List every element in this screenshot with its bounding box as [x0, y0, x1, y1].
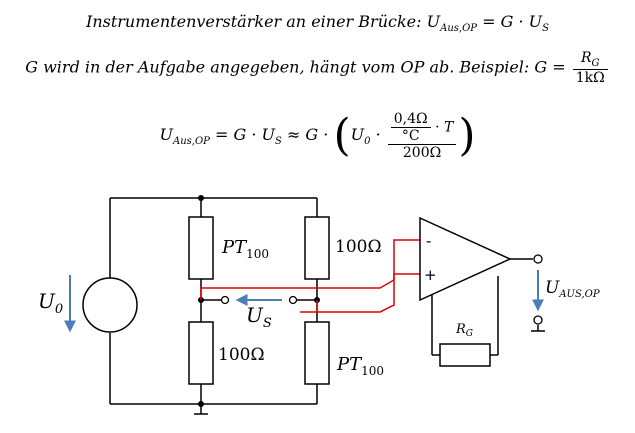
equation-title-text: Instrumentenverstärker an einer Brücke:	[86, 12, 427, 31]
op-minus-label: -	[426, 232, 431, 250]
op-amp-wires	[431, 258, 545, 356]
resistor-pt100-bottom	[304, 321, 330, 385]
terminal-right	[288, 295, 298, 305]
resistor-rg	[439, 343, 491, 367]
output-ground-terminal	[533, 315, 543, 325]
equation-approx-mid-sub: S	[274, 136, 282, 148]
equation-approx-inner-den: °C	[401, 127, 420, 144]
equation-approx-outer-fraction: 0,4Ω°C · T 200Ω	[387, 111, 457, 161]
r100-top-label: 100Ω	[335, 237, 382, 257]
equation-gain-num: R	[580, 50, 592, 66]
op-plus-label: +	[424, 266, 437, 284]
signal-wires	[200, 239, 420, 313]
equation-approx-lhs: U	[159, 125, 173, 144]
equation-title-rhs-sub: S	[542, 23, 549, 35]
equation-approx-inner-t: · T	[430, 119, 454, 135]
equation-title: Instrumentenverstärker an einer Brücke: …	[0, 12, 635, 34]
source-label: U0	[38, 289, 63, 317]
us-label: US	[246, 303, 272, 331]
equation-approx-u0-sub: 0	[364, 136, 371, 148]
equation-paren-open: (	[333, 110, 351, 161]
op-amp	[419, 216, 512, 302]
output-terminal	[533, 254, 543, 264]
equation-approx-outer-den: 200Ω	[402, 144, 442, 161]
pt100-bottom-label: PT100	[336, 354, 384, 378]
equation-approx-u0: U	[350, 125, 365, 144]
pt100-top-label: PT100	[221, 237, 269, 261]
equation-gain: G wird in der Aufgabe angegeben, hängt v…	[0, 50, 635, 86]
equation-gain-den: 1kΩ	[575, 69, 605, 86]
rg-label: RG	[455, 322, 473, 339]
equation-title-lhs-sub: Aus,OP	[440, 23, 477, 35]
r100-bottom-label: 100Ω	[218, 345, 265, 365]
uaus-label: UAUS,OP	[545, 278, 600, 300]
equation-approx-inner-num: 0,4Ω	[390, 111, 431, 128]
resistor-100-top-right	[304, 216, 330, 280]
equation-approx-dot: ·	[370, 125, 386, 144]
equation-paren-close: )	[458, 110, 476, 161]
equation-approx-inner-fraction: 0,4Ω°C	[390, 111, 431, 144]
equation-approx-mid: = G · U	[209, 125, 275, 144]
voltage-source	[82, 277, 138, 333]
terminal-left	[220, 295, 230, 305]
equation-gain-num-sub: G	[591, 57, 600, 69]
resistor-100-bottom-left	[188, 321, 214, 385]
resistor-pt100-top	[188, 216, 214, 280]
equation-approx-lhs-sub: Aus,OP	[172, 136, 210, 148]
equation-title-rhs: = G · U	[477, 12, 543, 31]
equation-approx-sign: ≈ G ·	[281, 125, 334, 144]
equation-gain-text: G wird in der Aufgabe angegeben, hängt v…	[25, 57, 571, 77]
equation-title-lhs: U	[426, 12, 441, 31]
